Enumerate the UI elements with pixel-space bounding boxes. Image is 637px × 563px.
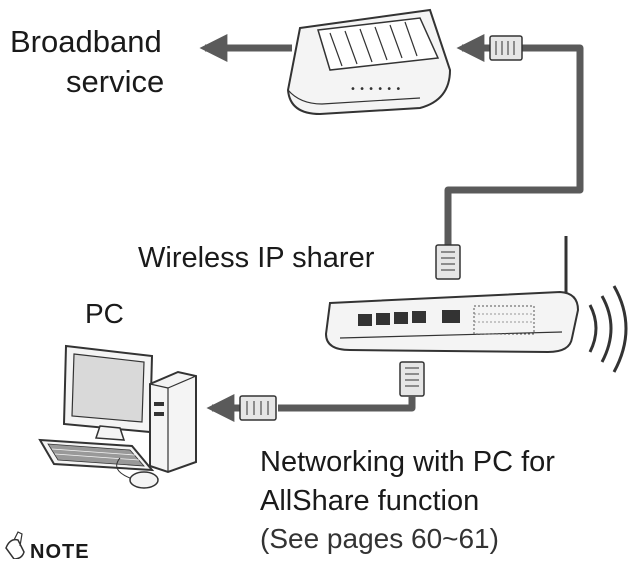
- wifi-signal-icon: [588, 285, 628, 373]
- wireless-ip-sharer-label: Wireless IP sharer: [138, 242, 375, 274]
- note-label: NOTE: [30, 541, 90, 563]
- note-icon: [5, 531, 25, 559]
- svg-text:• • • • • •: • • • • • •: [350, 84, 401, 95]
- networking-label-pages: (See pages 60~61): [260, 523, 499, 554]
- broadband-label-line1: Broadband: [10, 24, 162, 59]
- cable-router-to-pc: [206, 394, 416, 422]
- cable-modem-to-router: [444, 34, 584, 248]
- rj45-plug-icon: [399, 361, 425, 397]
- wireless-router-icon: [324, 236, 580, 354]
- rj45-plug-icon: [489, 35, 523, 61]
- networking-label-line2: AllShare function: [260, 485, 480, 517]
- desktop-pc-icon: [38, 344, 197, 489]
- modem-icon: • • • • • •: [286, 8, 452, 116]
- pc-label: PC: [85, 298, 124, 329]
- rj45-plug-icon: [435, 244, 461, 280]
- broadband-label-line2: service: [66, 64, 165, 99]
- networking-label-line1: Networking with PC for: [260, 446, 555, 478]
- rj45-plug-icon: [239, 395, 277, 421]
